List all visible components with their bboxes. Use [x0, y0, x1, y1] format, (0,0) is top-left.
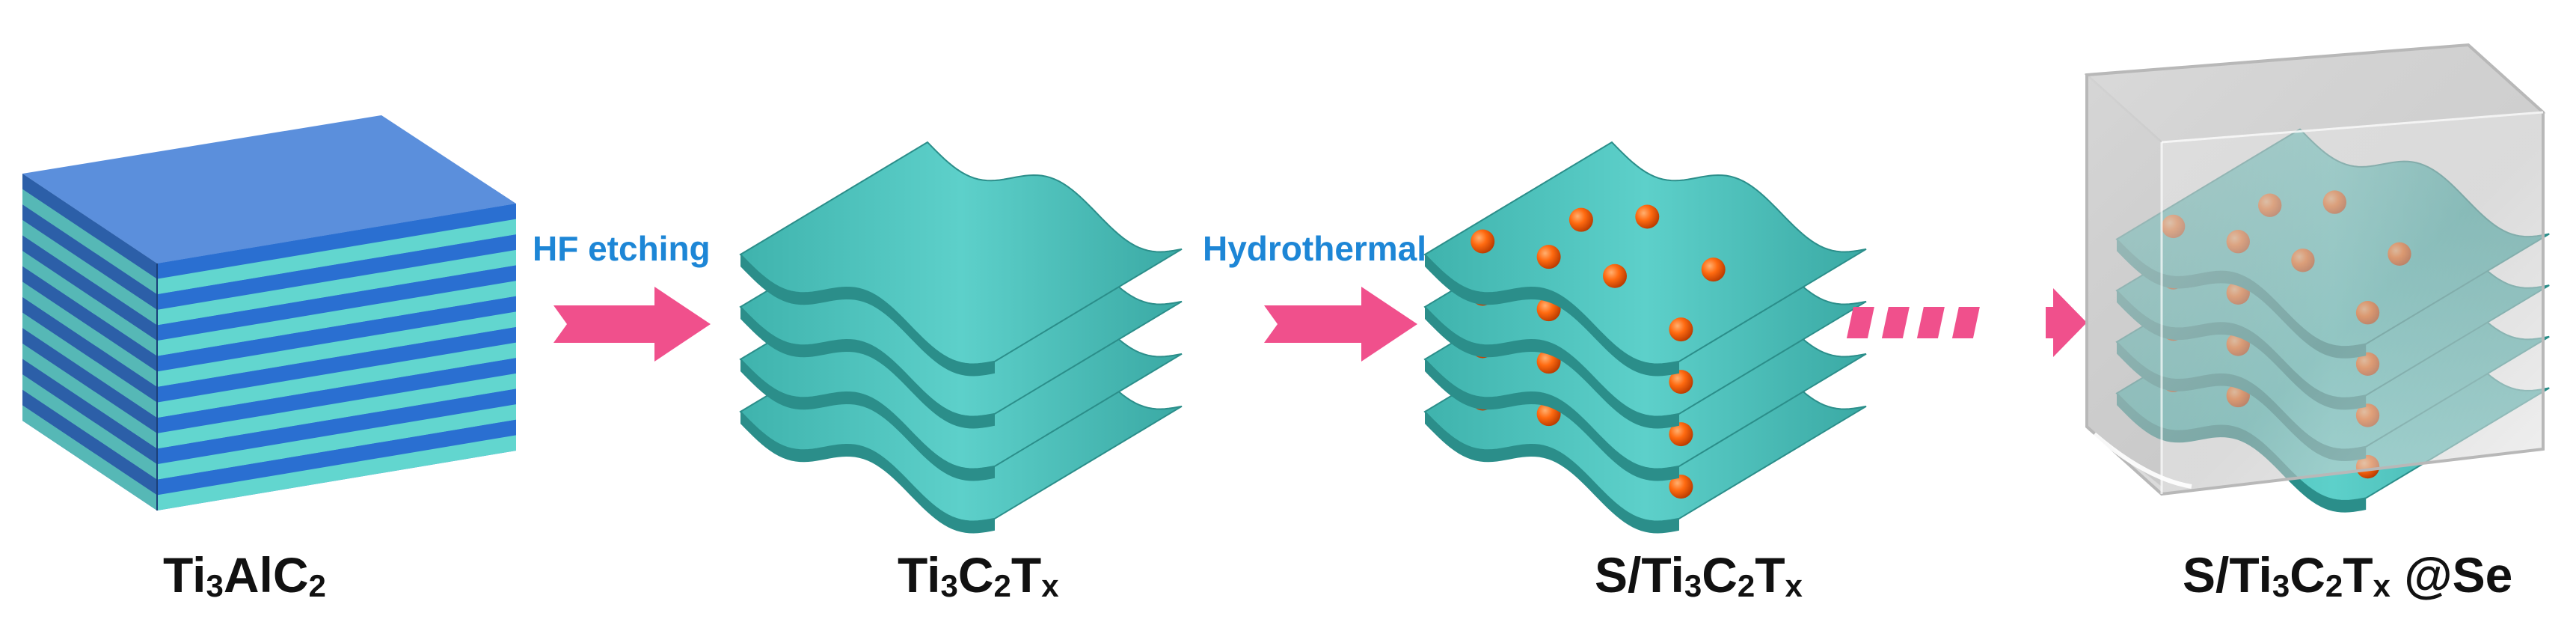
block-layer	[157, 404, 516, 480]
block-layer-side	[22, 312, 157, 418]
block-layer	[157, 311, 516, 387]
block-layer	[157, 296, 516, 372]
label-s-ti3c2tx: S/Ti3C2Tx	[1595, 547, 1803, 603]
arrow-hydrothermal	[1264, 287, 1417, 362]
block-layer-side	[22, 297, 157, 403]
block-layer	[157, 234, 516, 310]
block-layer	[157, 435, 516, 510]
block-layer	[157, 249, 516, 326]
arrow-hf-etching	[553, 287, 711, 362]
mxene-sheet	[739, 141, 1183, 365]
block-layer	[157, 327, 516, 403]
sulfur-particle	[1536, 245, 1561, 269]
block-layer-side	[22, 251, 157, 356]
sulfur-particle	[1669, 317, 1693, 342]
block-layer-side	[22, 359, 157, 465]
se-coated-cube	[2084, 43, 2550, 513]
block-layer	[157, 265, 516, 341]
sulfur-particle	[1701, 257, 1726, 282]
step-label-hf-etching: HF etching	[533, 229, 711, 268]
mxene-sheet	[1423, 141, 1867, 365]
block-layer-side	[22, 189, 157, 295]
label-s-ti3c2tx-se: S/Ti3C2Tx @Se	[2183, 547, 2513, 603]
block-layer	[157, 342, 516, 418]
label-ti3alc2: Ti3AlC2	[163, 547, 326, 603]
block-layer-side	[22, 328, 157, 433]
block-layer-side	[22, 266, 157, 372]
block-layer-side	[22, 343, 157, 449]
block-layer-side	[22, 235, 157, 341]
cube-glass-front	[2085, 43, 2545, 496]
sulfur-particle	[1669, 475, 1693, 499]
block-layer	[157, 204, 516, 279]
block-layer-side	[22, 174, 157, 279]
step-label-hydrothermal: Hydrothermal	[1203, 229, 1427, 268]
block-layer-side	[22, 405, 157, 510]
sulfur-particle	[1471, 229, 1495, 254]
ti3alc2-block	[22, 115, 516, 510]
sulfur-particle	[1568, 207, 1593, 232]
block-layer	[157, 219, 516, 295]
block-top-face	[22, 115, 516, 263]
block-layer	[157, 358, 516, 433]
sulfur-particle	[1603, 263, 1627, 288]
block-layer	[157, 419, 516, 496]
sulfur-particle	[1635, 204, 1660, 229]
label-ti3c2tx: Ti3C2Tx	[898, 547, 1059, 603]
sulfur-particle	[1669, 422, 1693, 447]
block-layer-side	[22, 219, 157, 326]
block-layer-side	[22, 204, 157, 310]
block-layer-side	[22, 281, 157, 387]
block-layer	[157, 281, 516, 356]
ti3c2tx-sheets	[739, 141, 1183, 534]
block-layer	[157, 373, 516, 449]
block-layer-side	[22, 374, 157, 480]
s-ti3c2tx-sheets	[1423, 141, 1867, 534]
block-layer	[157, 388, 516, 465]
sulfur-particle	[1669, 370, 1693, 394]
arrow-dashed	[1846, 288, 2087, 357]
block-layer-side	[22, 389, 157, 496]
